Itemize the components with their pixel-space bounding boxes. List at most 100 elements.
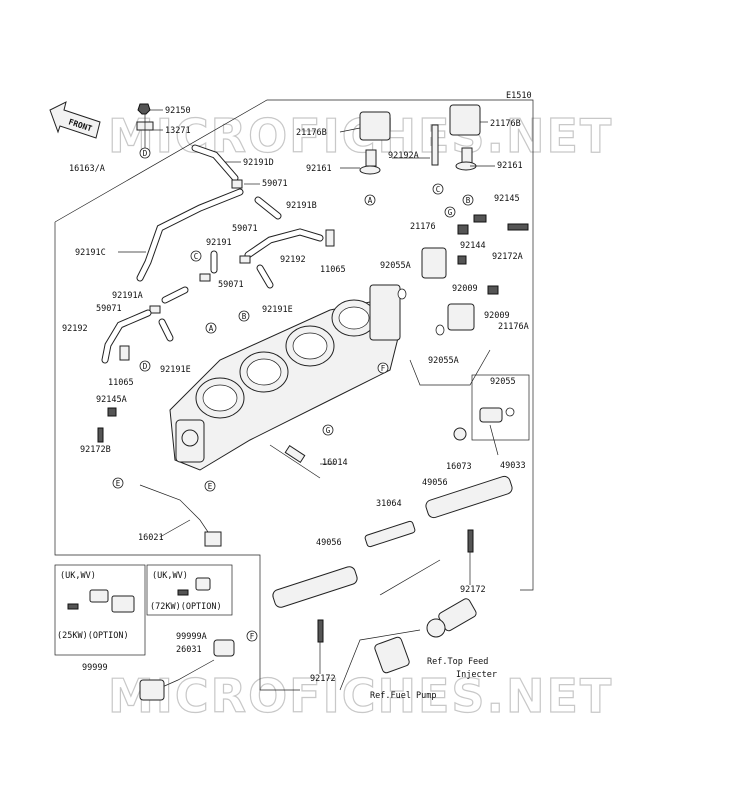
label-92192-upper: 92192 [280, 255, 306, 265]
svg-text:G: G [326, 426, 331, 435]
label-92192-lower: 92192 [62, 324, 88, 334]
callout-circle-e-harness [112, 477, 124, 489]
joint-59071-a [231, 179, 243, 189]
pump-lead-line [339, 629, 421, 691]
cable-16014 [269, 444, 321, 479]
label-92161-right: 92161 [497, 161, 523, 171]
label-92055A-lower: 92055A [428, 356, 459, 366]
svg-text:G: G [448, 208, 453, 217]
svg-text:D: D [143, 149, 148, 158]
hose-92191E-right [256, 264, 274, 289]
screw-92009-b [487, 285, 499, 295]
label-92192A: 92192A [388, 151, 419, 161]
joint-59071-d [199, 273, 211, 282]
label-59071-c: 59071 [218, 280, 244, 290]
screw-92144 [457, 224, 469, 235]
label-26031: 26031 [176, 645, 202, 655]
label-59071-b: 59071 [232, 224, 258, 234]
option-box-25kw [54, 564, 146, 656]
screw-92009-a [457, 255, 467, 265]
throttle-body-assembly [169, 284, 401, 471]
svg-text:A: A [368, 196, 373, 205]
label-92009-b: 92009 [484, 311, 510, 321]
label-92145A: 92145A [96, 395, 127, 405]
label-92055: 92055 [490, 377, 516, 387]
hose-92192-lower [101, 309, 152, 364]
label-92150: 92150 [165, 106, 191, 116]
harness-16021 [139, 484, 222, 547]
label-21176B-right: 21176B [490, 119, 521, 129]
svg-text:C: C [194, 252, 199, 261]
grommet-92161-left [359, 165, 381, 175]
label-59071-d: 59071 [96, 304, 122, 314]
spring-92145 [473, 214, 487, 223]
callout-circle-a-left [205, 322, 217, 334]
fuel-pipe-31064 [364, 520, 441, 596]
diagram-code: E1510 [506, 91, 532, 101]
label-16014: 16014 [322, 458, 348, 468]
label-99999A: 99999A [176, 632, 207, 642]
callout-circle-f-harness [246, 630, 258, 642]
top-feed-injector [426, 598, 477, 638]
option-kit-72kw-parts [177, 577, 211, 596]
hose-92191B [254, 196, 282, 220]
hose-92191C [136, 188, 244, 282]
label-92145: 92145 [494, 194, 520, 204]
oring-92055A-lower [435, 324, 445, 336]
callout-circle-b-left [238, 310, 250, 322]
label-92191C: 92191C [75, 248, 106, 258]
label-92161-left: 92161 [306, 164, 332, 174]
cap-11065-lower [119, 345, 130, 361]
label-uk-wv-right: (UK,WV) [152, 571, 188, 581]
svg-text:B: B [466, 196, 471, 205]
fuel-rail-49056-left [272, 566, 358, 608]
sensor-21176B-left [359, 111, 391, 167]
sensor-21176 [421, 247, 447, 279]
joint-59071-e [149, 305, 161, 314]
label-92009-a: 92009 [452, 284, 478, 294]
label-49056-left: 49056 [316, 538, 342, 548]
screw-92172A [507, 223, 529, 231]
callout-circle-g-body [322, 424, 334, 436]
label-ref-fuel-pump: Ref.Fuel Pump [370, 691, 437, 701]
label-92191D: 92191D [243, 158, 274, 168]
label-49056-right: 49056 [422, 478, 448, 488]
label-16073: 16073 [446, 462, 472, 472]
leader-lines [159, 121, 499, 674]
label-11065-lower: 11065 [108, 378, 134, 388]
label-92144: 92144 [460, 241, 486, 251]
label-99999: 99999 [82, 663, 108, 673]
label-13271: 13271 [165, 126, 191, 136]
sensor-21176A [447, 303, 475, 331]
fuel-pump-connector [374, 636, 410, 674]
label-31064: 31064 [376, 499, 402, 509]
hose-92192-upper [244, 228, 324, 259]
label-21176A: 21176A [498, 322, 529, 332]
svg-text:F: F [250, 632, 255, 641]
label-92055A-upper: 92055A [380, 261, 411, 271]
sensor-box-49033 [471, 374, 530, 441]
callout-circle-g-top [444, 206, 456, 218]
label-21176: 21176 [410, 222, 436, 232]
label-21176B-left: 21176B [296, 128, 327, 138]
callout-circle-c-top [432, 183, 444, 195]
option-box-72kw [146, 564, 233, 616]
label-49033: 49033 [500, 461, 526, 471]
callout-circle-a-top [364, 194, 376, 206]
label-92191A: 92191A [112, 291, 143, 301]
svg-text:E: E [116, 479, 121, 488]
svg-text:F: F [381, 364, 386, 373]
label-92191B: 92191B [286, 201, 317, 211]
label-92172-right: 92172 [460, 585, 486, 595]
callout-circle-b-top [462, 194, 474, 206]
label-72kw-option: (72KW)(OPTION) [150, 602, 222, 612]
screw-92145A [107, 407, 117, 417]
label-92191: 92191 [206, 238, 232, 248]
label-ref-injecter: Injecter [456, 670, 497, 680]
label-uk-wv-left: (UK,WV) [60, 571, 96, 581]
svg-text:B: B [242, 312, 247, 321]
svg-text:A: A [209, 324, 214, 333]
callout-circle-d-lower [139, 360, 151, 372]
cap-16073 [453, 427, 467, 441]
